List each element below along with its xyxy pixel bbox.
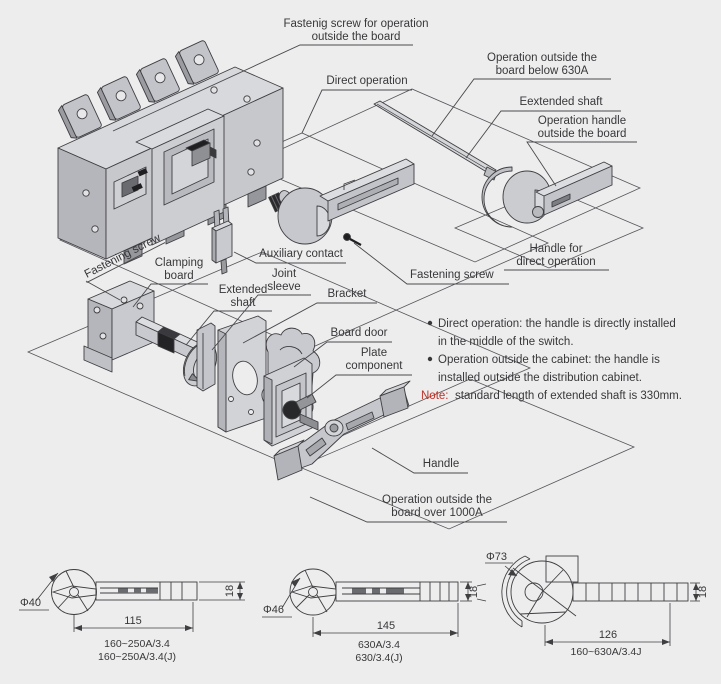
callout-op-below-630: Operation outside the board below 630A	[431, 52, 611, 137]
callout-op-handle-outside: Operation handle outside the board	[526, 115, 637, 187]
note-line: installed outside the distribution cabin…	[438, 372, 642, 384]
callout-text: Board door	[331, 327, 388, 339]
dim-length: 145	[377, 620, 395, 632]
outside-board-handle	[481, 161, 613, 228]
dim-height: 18	[697, 586, 709, 598]
direct-operation-handle	[268, 158, 415, 246]
callout-op-over-1000: Operation outside the board over 1000A	[309, 494, 507, 523]
thin-extended-shaft	[373, 100, 498, 181]
bullet-icon	[427, 356, 433, 362]
auxiliary-contact-part	[211, 206, 233, 275]
callout-joint-sleeve: Joint sleeve	[211, 268, 311, 351]
callout-text: direct operation	[516, 256, 595, 268]
callout-text: board	[164, 270, 193, 282]
dim-length: 115	[124, 615, 142, 627]
plate-component-part	[263, 357, 319, 447]
bullet-icon	[427, 320, 433, 326]
plane-direct-operation	[246, 88, 641, 263]
callout-eextended-shaft: Eextended shaft	[465, 96, 621, 159]
callout-text: Eextended shaft	[519, 96, 603, 108]
terminal-tab	[96, 76, 141, 121]
callout-text: component	[346, 360, 404, 372]
dim-height: 18	[468, 586, 480, 598]
callout-extended-shaft: Extended shaft	[185, 284, 272, 346]
callout-text: Extended	[219, 284, 268, 296]
callout-text: shaft	[231, 297, 257, 309]
dimension-drawing-middle: Φ46 145 18 630A/3.4 630/3.4(J)	[262, 568, 480, 664]
dim-length: 126	[599, 629, 617, 641]
dim-height: 18	[224, 585, 236, 597]
note-text: standard length of extended shaft is 330…	[455, 390, 682, 402]
callout-text: board below 630A	[496, 65, 589, 77]
dim-diameter: Φ46	[263, 604, 284, 616]
callout-plate-component: Plate component	[306, 347, 412, 399]
dimension-drawing-right: Φ73 126 18 160~630A/3.4J	[476, 551, 709, 658]
dim-caption: 160~630A/3.4J	[571, 646, 642, 658]
switch-body	[57, 40, 284, 265]
callout-text: Auxiliary contact	[259, 248, 344, 260]
dim-caption: 630A/3.4	[358, 639, 400, 651]
board-door-plate	[217, 315, 267, 433]
callout-clamping-board: Clamping board	[132, 257, 208, 308]
callout-auxiliary-contact: Auxiliary contact	[233, 248, 346, 264]
terminal-tab	[57, 94, 102, 139]
callout-direct-operation: Direct operation	[301, 75, 412, 134]
callout-text: outside the board	[312, 31, 401, 43]
callout-text: outside the board	[538, 128, 627, 140]
callout-text: Operation handle	[538, 115, 626, 127]
bracket-part	[196, 322, 216, 392]
notes-block: Direct operation: the handle is directly…	[421, 318, 682, 402]
callout-fastening-screw-top: Fastenig screw for operation outside the…	[112, 18, 429, 132]
note-label-red: Note:	[421, 390, 449, 402]
note-line: in the middle of the switch.	[438, 336, 574, 348]
callout-handle-direct: Handle for direct operation	[504, 243, 609, 271]
callout-text: Plate	[361, 347, 387, 359]
callout-text: Direct operation	[326, 75, 407, 87]
callout-bracket: Bracket	[242, 288, 377, 344]
callout-text: board over 1000A	[391, 507, 483, 519]
callout-text: sleeve	[267, 281, 300, 293]
callout-text: Operation outside the	[487, 52, 597, 64]
terminal-tab	[135, 58, 180, 103]
dim-caption: 630/3.4(J)	[355, 652, 402, 664]
callout-text: Handle	[423, 458, 459, 470]
callout-fastening-screw-right: Fastening screw	[353, 242, 509, 285]
callout-text: Joint	[272, 268, 297, 280]
dim-caption: 160~250A/3.4(J)	[98, 651, 176, 663]
callout-text: Operation outside the	[382, 494, 492, 506]
callout-board-door: Board door	[293, 327, 392, 368]
callout-text: Handle for	[529, 243, 582, 255]
callout-text: Bracket	[328, 288, 368, 300]
handle-1000a-part	[273, 380, 411, 481]
callout-text: Clamping	[155, 257, 204, 269]
terminal-tab	[174, 40, 219, 85]
callout-handle: Handle	[371, 447, 468, 474]
dim-caption: 160~250A/3.4	[104, 638, 170, 650]
dim-diameter: Φ73	[486, 551, 507, 563]
note-line: Operation outside the cabinet: the handl…	[438, 354, 660, 366]
note-line: Direct operation: the handle is directly…	[438, 318, 676, 330]
dimension-drawing-left: Φ40 115 18 160~250A/3.4 160~250A/3.4(J)	[19, 569, 245, 663]
callout-text: Fastening screw	[410, 269, 494, 281]
callout-text: Fastenig screw for operation	[283, 18, 428, 30]
plane-lower-assembly	[26, 251, 532, 469]
dim-diameter: Φ40	[20, 597, 41, 609]
